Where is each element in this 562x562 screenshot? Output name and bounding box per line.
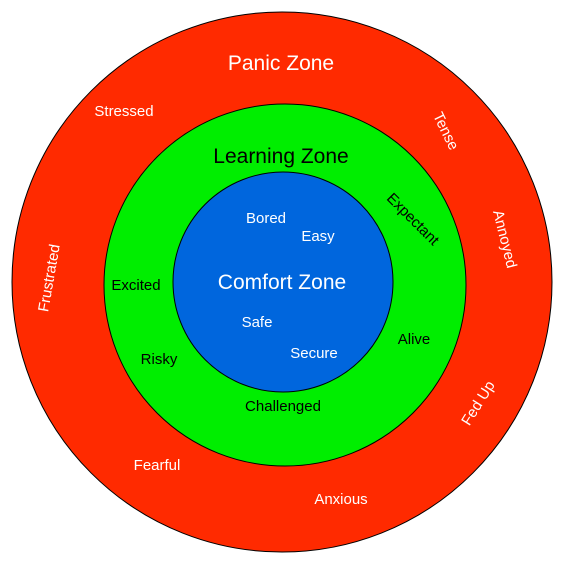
comfort-word-safe: Safe	[242, 314, 273, 331]
comfort-word-easy: Easy	[301, 228, 335, 245]
learning-word-challenged: Challenged	[245, 398, 321, 415]
panic-zone-title: Panic Zone	[228, 52, 334, 75]
panic-word-anxious: Anxious	[314, 491, 367, 508]
learning-word-alive: Alive	[398, 331, 431, 348]
comfort-word-secure: Secure	[290, 345, 338, 362]
learning-zone-title: Learning Zone	[213, 145, 348, 168]
comfort-zone-ring	[172, 171, 394, 393]
learning-word-excited: Excited	[111, 277, 160, 294]
comfort-word-bored: Bored	[246, 210, 286, 227]
comfort-zone-title: Comfort Zone	[218, 271, 346, 294]
panic-word-stressed: Stressed	[94, 103, 153, 120]
learning-word-risky: Risky	[141, 351, 178, 368]
panic-word-fearful: Fearful	[134, 457, 181, 474]
